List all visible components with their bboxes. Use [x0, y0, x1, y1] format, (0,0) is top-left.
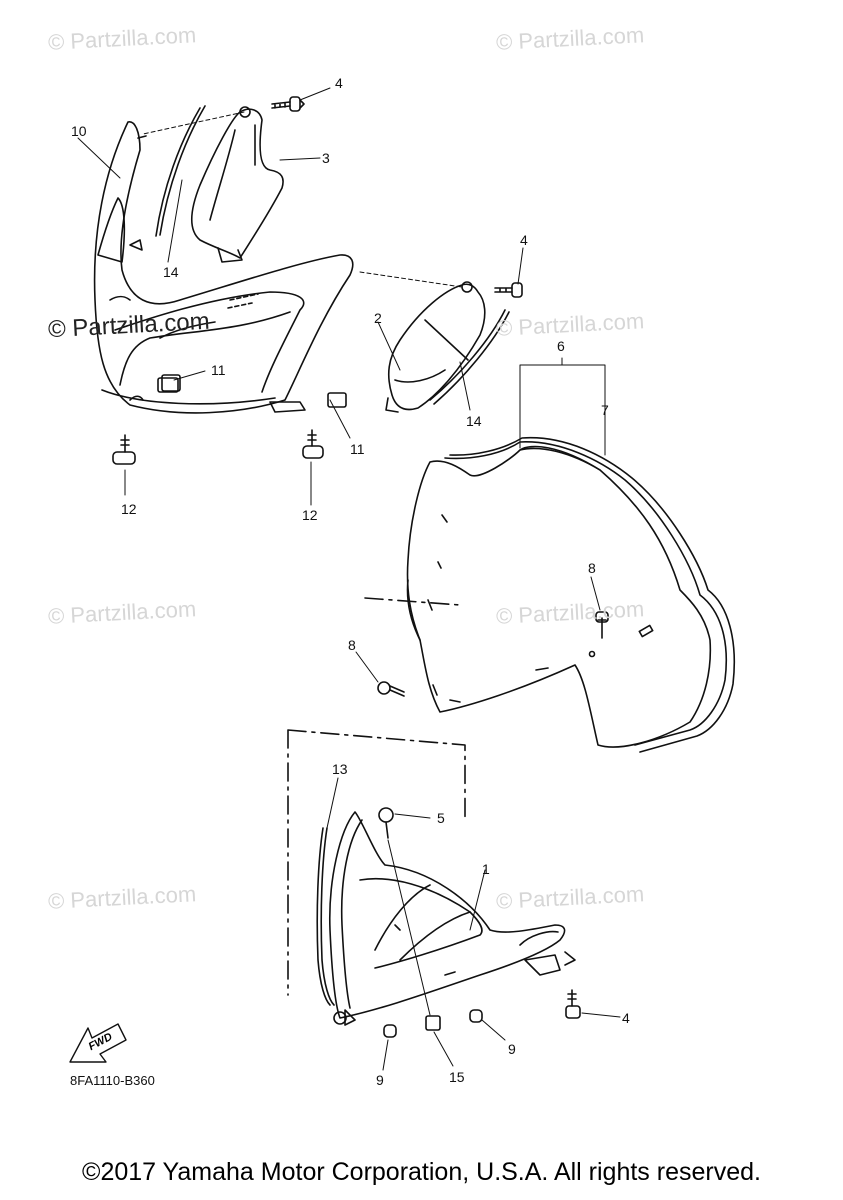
- callout-11: 11: [350, 441, 365, 457]
- callout-14: 14: [163, 264, 179, 280]
- lower-inner-panel-part-1: [328, 811, 576, 1026]
- bolt-part-12-left: [112, 434, 136, 465]
- nut-part-15: [425, 1015, 441, 1031]
- callout-10: 10: [71, 123, 87, 139]
- upper-cowling-part-10: [93, 121, 354, 414]
- windshield-part-7: [364, 436, 736, 753]
- nut-part-11-left: [161, 374, 181, 392]
- nut-part-11-right: [327, 392, 347, 408]
- callout-13: 13: [332, 761, 348, 777]
- callout-1: 1: [482, 861, 490, 877]
- bolt-part-12-right: [302, 429, 324, 459]
- inner-panel-part-2: [385, 281, 486, 413]
- callout-14: 14: [466, 413, 482, 429]
- grommet-part-9-left: [383, 1024, 397, 1038]
- leader-lines: [77, 87, 621, 1071]
- screw-part-8-left: [377, 681, 405, 697]
- screw-part-5: [378, 807, 394, 839]
- grommet-part-9-right: [469, 1009, 483, 1023]
- callout-11: 11: [211, 362, 226, 378]
- callout-6: 6: [557, 338, 565, 354]
- copyright-notice: ©2017 Yamaha Motor Corporation, U.S.A. A…: [82, 1158, 761, 1186]
- callout-4: 4: [520, 232, 528, 248]
- trim-strip-part-14-lower: [429, 309, 510, 405]
- callout-12: 12: [302, 507, 318, 523]
- bolt-part-4-middle: [494, 282, 523, 298]
- diagram-code: 8FA1110-B360: [70, 1073, 155, 1088]
- bolt-part-4-upper: [271, 96, 305, 112]
- callout-4: 4: [335, 75, 343, 91]
- callout-9: 9: [376, 1072, 384, 1088]
- callout-3: 3: [322, 150, 330, 166]
- callout-7: 7: [601, 402, 609, 418]
- callout-8: 8: [588, 560, 596, 576]
- inner-panel-part-3: [190, 106, 284, 263]
- callout-12: 12: [121, 501, 137, 517]
- callout-9: 9: [508, 1041, 516, 1057]
- callout-2: 2: [374, 310, 382, 326]
- trim-strip-part-14-upper: [155, 105, 206, 237]
- screw-part-8-right: [588, 611, 609, 658]
- callout-8: 8: [348, 637, 356, 653]
- assembly-line: [287, 729, 466, 996]
- trim-part-13: [316, 827, 335, 1006]
- bolt-part-4-lower: [565, 989, 581, 1019]
- callout-15: 15: [449, 1069, 465, 1085]
- fwd-arrow-icon: [69, 1023, 127, 1063]
- callout-4: 4: [622, 1010, 630, 1026]
- callout-5: 5: [437, 810, 445, 826]
